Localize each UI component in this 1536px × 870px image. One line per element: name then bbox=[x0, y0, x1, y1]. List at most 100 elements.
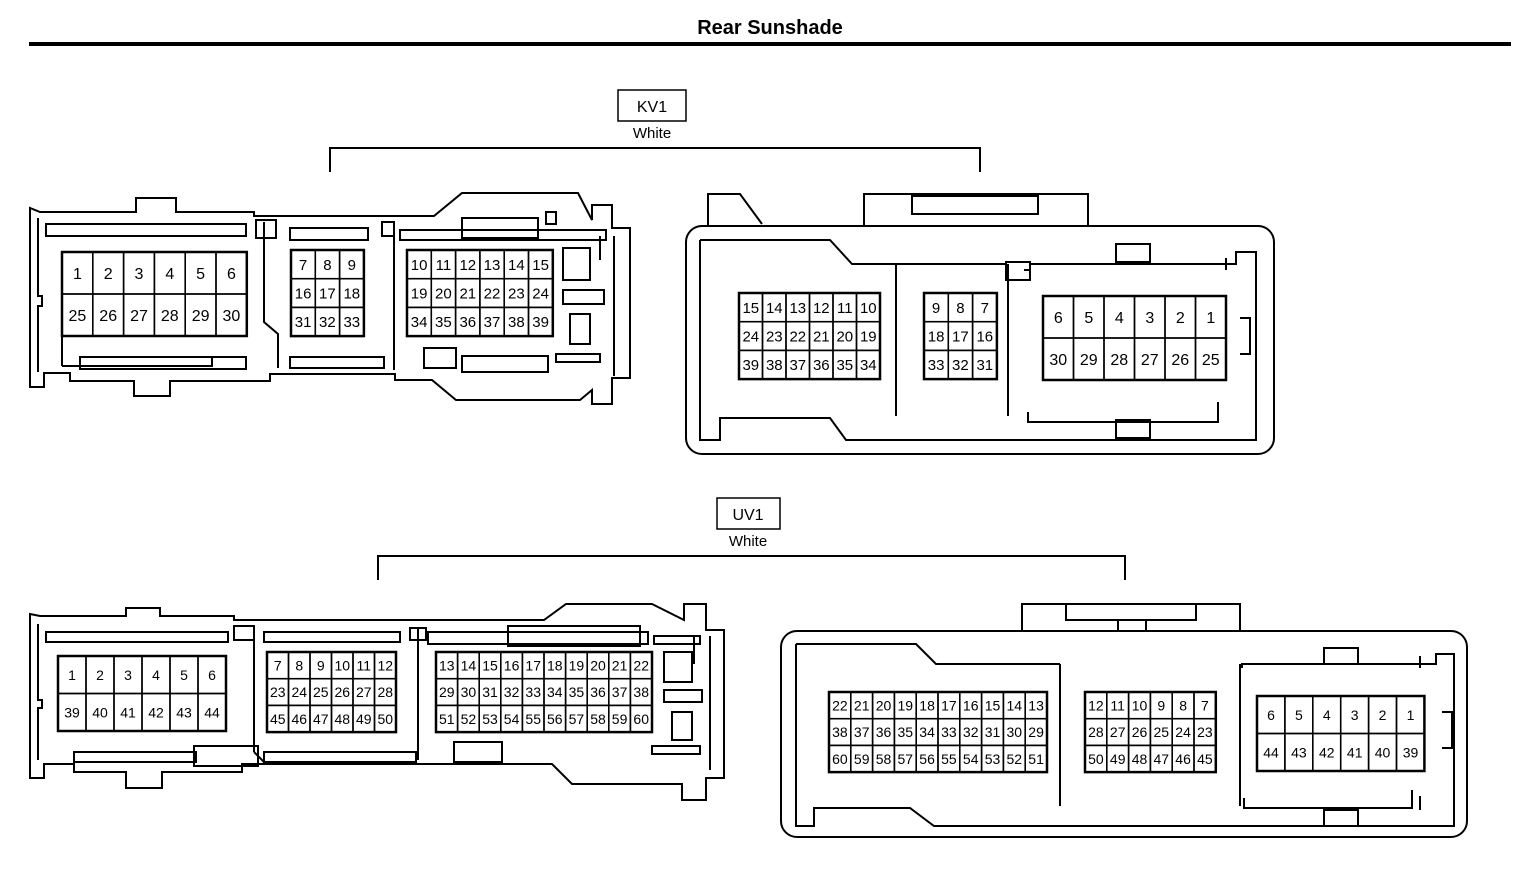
pin-number: 12 bbox=[1088, 697, 1104, 713]
pin-number: 8 bbox=[1179, 697, 1187, 713]
pin-number: 9 bbox=[317, 657, 325, 673]
pin-number: 14 bbox=[508, 257, 525, 274]
pin-number: 13 bbox=[484, 257, 501, 274]
pin-cell bbox=[1193, 744, 1217, 773]
pin-number: 8 bbox=[295, 657, 303, 673]
pin-number: 60 bbox=[832, 751, 848, 767]
pin-number: 33 bbox=[941, 724, 957, 740]
pin-number: 30 bbox=[223, 308, 241, 325]
pin-number: 40 bbox=[92, 704, 108, 720]
pin-number: 31 bbox=[985, 724, 1001, 740]
pin-number: 48 bbox=[335, 711, 351, 727]
pin-number: 21 bbox=[813, 328, 830, 345]
pin-number: 21 bbox=[459, 285, 476, 302]
pin-number: 15 bbox=[985, 697, 1001, 713]
pin-number: 19 bbox=[569, 657, 585, 673]
pin-number: 12 bbox=[459, 257, 476, 274]
pin-number: 35 bbox=[836, 357, 853, 374]
pin-number: 36 bbox=[459, 314, 476, 331]
pin-number: 16 bbox=[963, 697, 979, 713]
pin-cell bbox=[855, 349, 881, 380]
pin-number: 16 bbox=[504, 657, 520, 673]
pin-number: 23 bbox=[1197, 724, 1213, 740]
pin-number: 59 bbox=[854, 751, 870, 767]
pin-number: 47 bbox=[313, 711, 329, 727]
pin-number: 51 bbox=[1028, 751, 1044, 767]
pin-number: 37 bbox=[854, 724, 870, 740]
pin-number: 41 bbox=[120, 704, 136, 720]
pin-number: 4 bbox=[1115, 310, 1124, 327]
pin-number: 27 bbox=[1141, 352, 1159, 369]
pin-number: 33 bbox=[343, 314, 360, 331]
pin-number: 29 bbox=[1028, 724, 1044, 740]
uv1-code-label: UV1 bbox=[732, 507, 763, 524]
pin-number: 25 bbox=[313, 684, 329, 700]
pin-number: 57 bbox=[898, 751, 914, 767]
pin-number: 38 bbox=[633, 684, 649, 700]
pin-number: 11 bbox=[1110, 697, 1125, 713]
pin-number: 19 bbox=[411, 285, 428, 302]
kv1-housing-right bbox=[685, 193, 1275, 455]
pin-number: 33 bbox=[928, 357, 945, 374]
uv1-bracket bbox=[377, 555, 1126, 580]
pin-number: 27 bbox=[356, 684, 372, 700]
pin-number: 18 bbox=[547, 657, 563, 673]
pin-number: 23 bbox=[508, 285, 525, 302]
pin-number: 49 bbox=[356, 711, 372, 727]
pin-number: 39 bbox=[64, 704, 80, 720]
pin-number: 55 bbox=[525, 711, 541, 727]
pin-number: 6 bbox=[208, 667, 216, 683]
pin-number: 17 bbox=[525, 657, 541, 673]
pin-number: 60 bbox=[633, 711, 649, 727]
pin-number: 39 bbox=[1403, 744, 1419, 760]
pin-number: 22 bbox=[484, 285, 501, 302]
pin-number: 37 bbox=[612, 684, 628, 700]
pin-number: 24 bbox=[742, 328, 759, 345]
pin-number: 5 bbox=[1295, 707, 1303, 723]
pin-number: 20 bbox=[836, 328, 853, 345]
pin-number: 25 bbox=[69, 308, 87, 325]
pin-cell bbox=[1024, 744, 1048, 773]
uv1-header: UV1 White bbox=[377, 497, 1126, 580]
pin-cell bbox=[527, 306, 554, 337]
pin-number: 15 bbox=[482, 657, 498, 673]
pin-number: 4 bbox=[1323, 707, 1331, 723]
pin-number: 18 bbox=[919, 697, 935, 713]
pin-number: 13 bbox=[439, 657, 455, 673]
pin-number: 53 bbox=[985, 751, 1001, 767]
pin-number: 59 bbox=[612, 711, 628, 727]
pin-number: 35 bbox=[569, 684, 585, 700]
pin-number: 17 bbox=[319, 285, 336, 302]
pin-number: 42 bbox=[148, 704, 164, 720]
pin-number: 33 bbox=[525, 684, 541, 700]
pin-number: 39 bbox=[532, 314, 549, 331]
kv1-bracket bbox=[329, 147, 981, 172]
pin-number: 20 bbox=[876, 697, 892, 713]
pin-number: 8 bbox=[956, 300, 964, 317]
pin-number: 26 bbox=[1132, 724, 1148, 740]
pin-number: 15 bbox=[742, 300, 759, 317]
pin-number: 9 bbox=[932, 300, 940, 317]
pin-number: 3 bbox=[124, 667, 132, 683]
pin-number: 3 bbox=[135, 266, 144, 283]
pin-number: 24 bbox=[532, 285, 549, 302]
pin-number: 24 bbox=[1175, 724, 1191, 740]
pin-number: 58 bbox=[876, 751, 892, 767]
uv1-color-label: White bbox=[729, 533, 767, 550]
pin-number: 34 bbox=[547, 684, 563, 700]
pin-number: 7 bbox=[981, 300, 989, 317]
pin-number: 12 bbox=[378, 657, 394, 673]
pin-number: 14 bbox=[461, 657, 477, 673]
pin-number: 23 bbox=[766, 328, 783, 345]
pin-number: 30 bbox=[1007, 724, 1023, 740]
pin-number: 30 bbox=[461, 684, 477, 700]
pin-number: 1 bbox=[1407, 707, 1415, 723]
pin-number: 21 bbox=[854, 697, 870, 713]
pin-number: 36 bbox=[813, 357, 830, 374]
pin-number: 50 bbox=[1088, 751, 1104, 767]
pin-number: 36 bbox=[876, 724, 892, 740]
